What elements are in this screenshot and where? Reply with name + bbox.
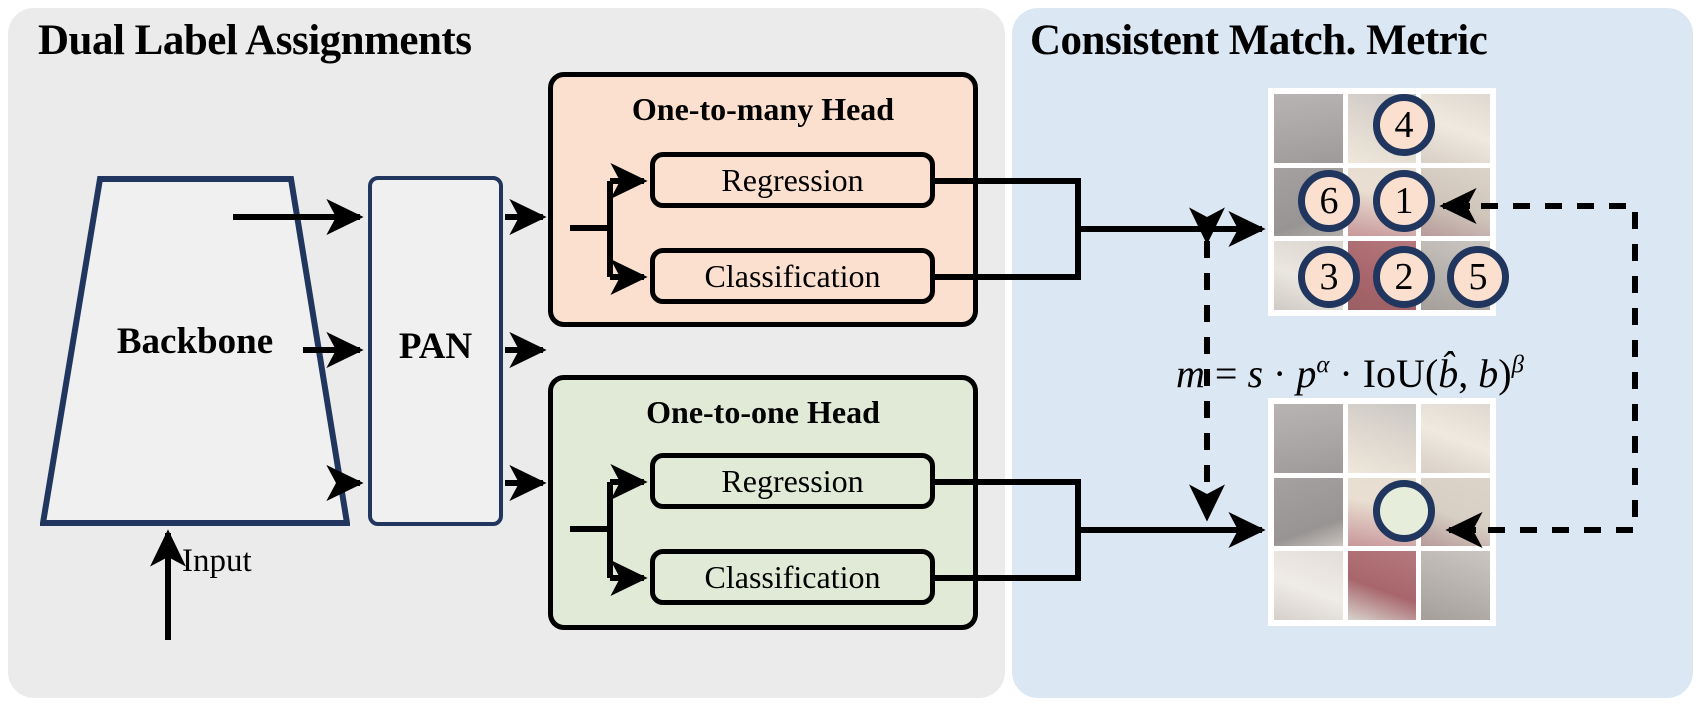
consistent-match-metric-formula: m = s · pα · IoU(b̂, b)β	[1176, 350, 1524, 397]
mosaic-tile	[1347, 404, 1417, 473]
mosaic-tile	[1274, 477, 1343, 547]
assignment-marker-5: 5	[1447, 246, 1509, 308]
one-to-one-head-title: One-to-one Head	[646, 394, 880, 430]
panel-left-title: Dual Label Assignments	[38, 17, 472, 64]
assignment-marker-6: 6	[1298, 170, 1360, 232]
mosaic-tile	[1274, 404, 1343, 473]
one-to-many-regression-box: Regression	[650, 152, 935, 208]
formula-equals: =	[1214, 351, 1238, 396]
mosaic-tile	[1347, 551, 1417, 620]
one-to-one-regression-box: Regression	[650, 453, 935, 509]
pan-box	[368, 176, 503, 526]
backbone-shape	[40, 176, 350, 526]
formula-paren-close: )	[1498, 351, 1512, 396]
formula-alpha: α	[1316, 351, 1330, 379]
formula-iou: IoU	[1362, 351, 1425, 396]
formula-b-hat: b̂	[1438, 351, 1459, 396]
formula-s: s	[1247, 351, 1264, 396]
one-to-one-classification-box: Classification	[650, 549, 935, 605]
formula-p: p	[1296, 351, 1317, 396]
formula-m: m	[1176, 351, 1205, 396]
mosaic-tile	[1421, 404, 1490, 473]
mosaic-tile	[1421, 551, 1490, 620]
formula-dot-1: ·	[1273, 351, 1287, 396]
formula-paren-open: (	[1424, 351, 1439, 396]
one-to-many-head-title: One-to-many Head	[631, 91, 895, 127]
one-to-many-classification-box: Classification	[650, 248, 935, 304]
mosaic-tile	[1274, 551, 1343, 620]
panel-right-title: Consistent Match. Metric	[1030, 17, 1488, 64]
formula-b: b	[1478, 351, 1499, 396]
mosaic-tile	[1274, 94, 1343, 163]
assignment-marker-4: 4	[1373, 94, 1435, 156]
formula-beta: β	[1511, 351, 1524, 379]
pan-label: PAN	[398, 326, 473, 367]
formula-dot-2: ·	[1339, 351, 1353, 396]
formula-comma: ,	[1458, 351, 1469, 396]
assignment-marker-3: 3	[1298, 246, 1360, 308]
assignment-marker-2: 2	[1373, 246, 1435, 308]
assignment-marker-1: 1	[1373, 170, 1435, 232]
backbone-label: Backbone	[116, 321, 274, 362]
assignment-marker-green	[1373, 480, 1435, 542]
input-label: Input	[182, 543, 252, 579]
